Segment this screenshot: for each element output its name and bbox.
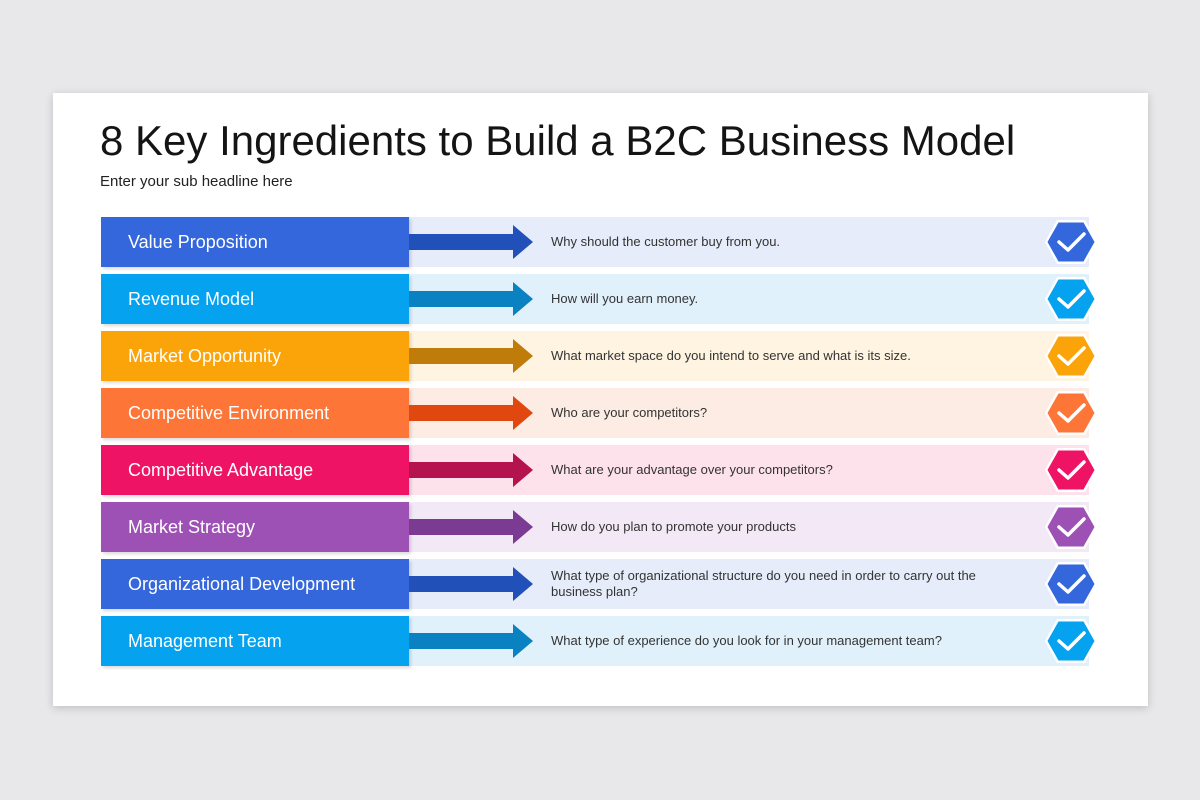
checkmark-hexagon-icon: [1045, 619, 1097, 663]
checkmark-hexagon-icon: [1045, 505, 1097, 549]
ingredient-label: Value Proposition: [101, 217, 409, 267]
ingredient-description: What are your advantage over your compet…: [551, 462, 833, 477]
slide: 8 Key Ingredients to Build a B2C Busines…: [53, 93, 1148, 706]
ingredient-label: Competitive Environment: [101, 388, 409, 438]
ingredient-description: What type of experience do you look for …: [551, 633, 942, 648]
ingredient-description: How will you earn money.: [551, 291, 699, 306]
ingredient-label: Market Strategy: [101, 502, 409, 552]
ingredient-description: Why should the customer buy from you.: [551, 234, 781, 249]
ingredient-row: Market Opportunity What market space do y…: [101, 331, 1101, 381]
ingredient-label: Organizational Development: [101, 559, 409, 609]
ingredient-label: Competitive Advantage: [101, 445, 409, 495]
ingredient-row: Competitive Advantage What are your advan…: [101, 445, 1101, 495]
ingredient-description: What type of organizational structure do…: [551, 568, 976, 599]
ingredient-label: Revenue Model: [101, 274, 409, 324]
checkmark-hexagon-icon: [1045, 448, 1097, 492]
ingredient-row: Organizational Development What type of o…: [101, 559, 1101, 609]
arrow-right-icon: [409, 396, 533, 430]
ingredient-label: Market Opportunity: [101, 331, 409, 381]
checkmark-hexagon-icon: [1045, 277, 1097, 321]
ingredient-row: Market Strategy How do you plan to promot…: [101, 502, 1101, 552]
ingredient-row: Competitive Environment Who are your comp…: [101, 388, 1101, 438]
ingredient-description: What market space do you intend to serve…: [551, 348, 911, 363]
ingredient-row: Revenue Model How will you earn money.: [101, 274, 1101, 324]
ingredient-list: Value Proposition Why should the customer…: [101, 217, 1101, 673]
arrow-right-icon: [409, 510, 533, 544]
ingredient-row: Management Team What type of experience d…: [101, 616, 1101, 666]
arrow-right-icon: [409, 624, 533, 658]
checkmark-hexagon-icon: [1045, 562, 1097, 606]
ingredient-row: Value Proposition Why should the customer…: [101, 217, 1101, 267]
page-title: 8 Key Ingredients to Build a B2C Busines…: [100, 117, 1016, 164]
ingredient-description: Who are your competitors?: [551, 405, 708, 420]
checkmark-hexagon-icon: [1045, 391, 1097, 435]
ingredient-label: Management Team: [101, 616, 409, 666]
checkmark-hexagon-icon: [1045, 334, 1097, 378]
checkmark-hexagon-icon: [1045, 220, 1097, 264]
arrow-right-icon: [409, 453, 533, 487]
sub-headline: Enter your sub headline here: [100, 173, 293, 190]
arrow-right-icon: [409, 282, 533, 316]
arrow-right-icon: [409, 225, 533, 259]
ingredient-description: How do you plan to promote your products: [551, 519, 796, 534]
arrow-right-icon: [409, 567, 533, 601]
arrow-right-icon: [409, 339, 533, 373]
